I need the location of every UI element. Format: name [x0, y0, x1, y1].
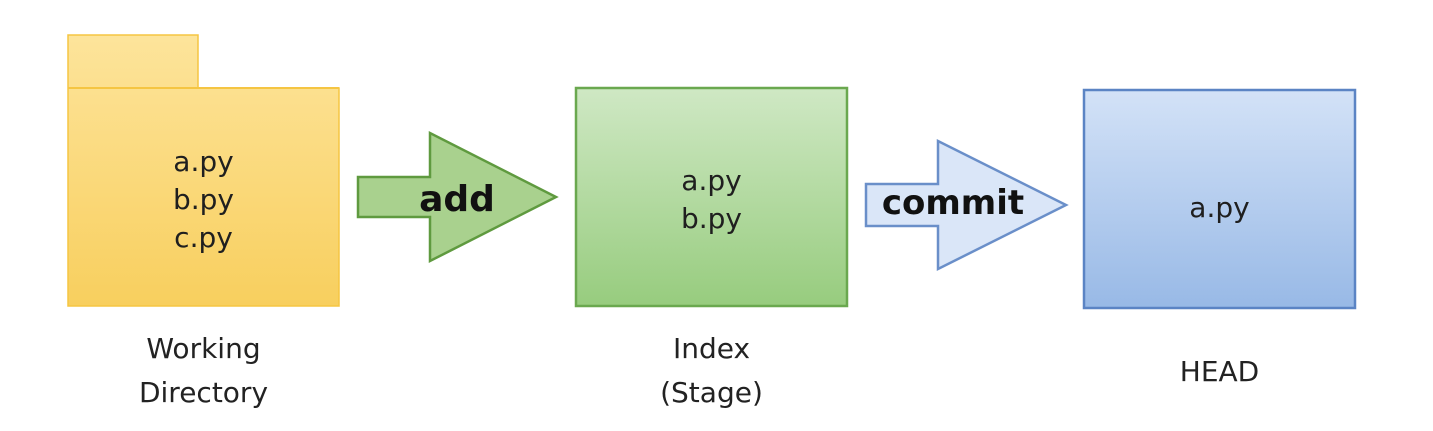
- add-arrow-label: add: [419, 179, 495, 220]
- index-label-line1: Index: [672, 332, 751, 365]
- working-directory-label-line2: Directory: [138, 376, 269, 409]
- file-name: a.py: [1189, 191, 1250, 224]
- commit-arrow-shape: [864, 138, 1069, 272]
- add-arrow-shape: [356, 130, 559, 264]
- index-label-line2: (Stage): [660, 376, 763, 409]
- file-name: c.py: [174, 221, 233, 254]
- working-directory-folder-icon: [67, 34, 340, 307]
- head-label: HEAD: [1084, 350, 1355, 394]
- head-label-text: HEAD: [1179, 355, 1260, 388]
- file-name: b.py: [680, 202, 743, 235]
- index-label: Index (Stage): [576, 327, 847, 415]
- index-box: [574, 86, 849, 308]
- head-files: a.py: [1084, 189, 1355, 227]
- commit-arrow: commit: [864, 138, 1069, 272]
- file-name: b.py: [172, 183, 235, 216]
- head-box: [1082, 88, 1357, 310]
- working-directory-label-line1: Working: [146, 332, 261, 365]
- index-files: a.py b.py: [576, 162, 847, 238]
- add-arrow: add: [356, 130, 559, 264]
- commit-arrow-label: commit: [882, 183, 1024, 223]
- file-name: a.py: [681, 164, 742, 197]
- working-directory-label: Working Directory: [68, 327, 339, 415]
- working-directory-files: a.py b.py c.py: [68, 143, 339, 257]
- file-name: a.py: [173, 145, 234, 178]
